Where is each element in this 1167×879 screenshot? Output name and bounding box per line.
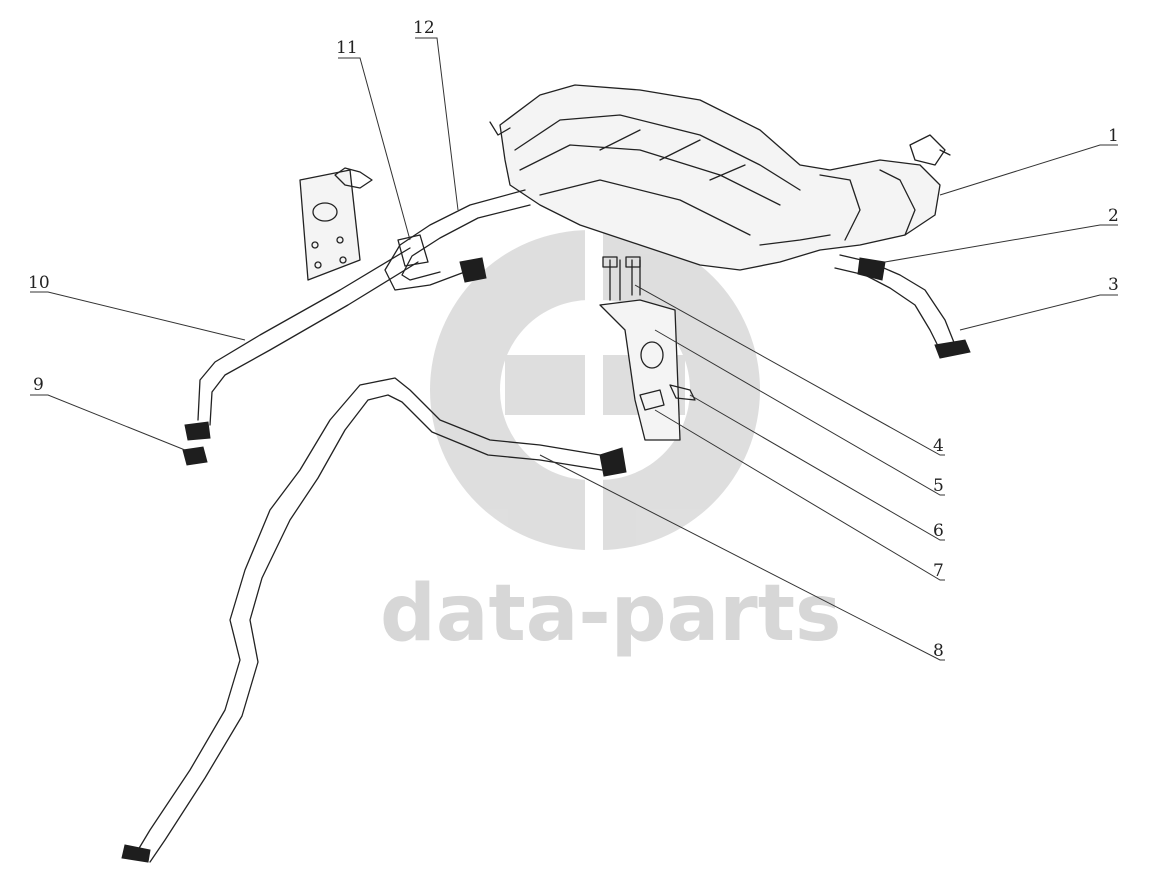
pipe-12	[384, 189, 531, 291]
callout-10: 10	[28, 273, 50, 293]
clamp-11	[397, 234, 429, 267]
bracket-left	[299, 167, 373, 281]
callout-9: 9	[33, 375, 44, 395]
watermark: data-parts	[380, 230, 841, 659]
bracket-right	[599, 256, 696, 441]
muffler	[489, 84, 951, 271]
tail-pipe	[834, 254, 971, 359]
callout-11: 11	[336, 38, 358, 58]
callout-12: 12	[413, 18, 435, 38]
fitting-9	[182, 446, 208, 466]
callout-4: 4	[933, 436, 944, 456]
pipe-10	[184, 247, 419, 441]
leader-lines	[30, 37, 1118, 661]
callout-6: 6	[933, 521, 944, 541]
callout-labels: 1 2 3 4 5 6 7 8 9 10 11 12	[28, 18, 1119, 661]
pipe-8	[121, 377, 627, 863]
callout-5: 5	[933, 476, 944, 496]
callout-3: 3	[1108, 275, 1119, 295]
callout-8: 8	[933, 641, 944, 661]
watermark-text: data-parts	[380, 569, 841, 659]
callout-7: 7	[933, 561, 944, 581]
callout-2: 2	[1108, 206, 1119, 226]
callout-1: 1	[1108, 126, 1119, 146]
